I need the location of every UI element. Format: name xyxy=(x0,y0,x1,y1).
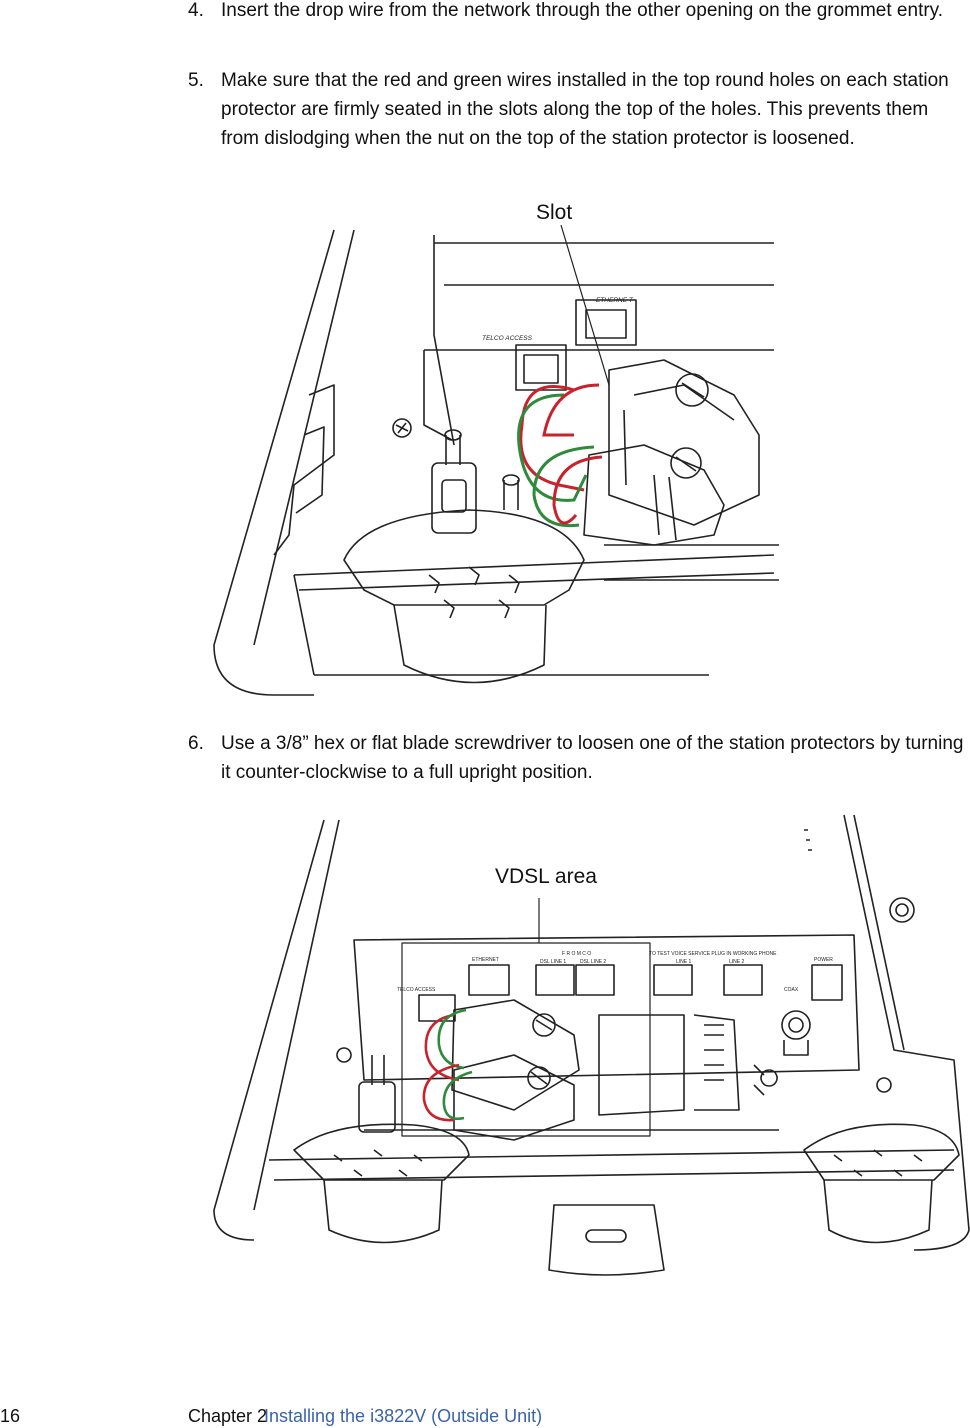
vdsl-area-callout: VDSL area xyxy=(495,865,597,888)
station-protector-2 xyxy=(453,1054,575,1141)
power-switch xyxy=(811,964,843,1001)
vdsl-area-box xyxy=(401,942,651,1137)
page-footer: 16 Chapter 2 Installing the i3822V (Outs… xyxy=(0,1403,970,1427)
power-label: POWER xyxy=(814,957,833,963)
grommet-entry xyxy=(343,509,585,606)
ethernet-port xyxy=(468,964,510,996)
ethernet-port xyxy=(575,299,637,346)
station-protector-1 xyxy=(451,999,580,1111)
slot-callout-line xyxy=(560,224,610,386)
page-number: 16 xyxy=(0,1406,21,1426)
line-1-label: LINE 1 xyxy=(676,959,692,965)
protector-nut-2 xyxy=(670,447,702,479)
housing-outline xyxy=(213,229,335,696)
protector-wires xyxy=(422,1008,473,1122)
step-text: Make sure that the red and green wires i… xyxy=(221,70,949,149)
line-2-port xyxy=(723,964,763,996)
grommet-left xyxy=(293,1123,470,1181)
line-2-label: LINE 2 xyxy=(729,959,745,965)
grommet-right xyxy=(803,1123,960,1181)
telco-access-label: TELCO ACCESS xyxy=(482,335,533,342)
ethernet-label: ETHERNET xyxy=(472,957,499,963)
dsl-line-2-label: DSL LINE 2 xyxy=(580,959,606,965)
step-number: 6. xyxy=(188,733,204,754)
station-protector-2 xyxy=(583,444,725,546)
step-text: Use a 3/8” hex or flat blade screwdriver… xyxy=(221,733,964,783)
station-protector-1 xyxy=(608,359,760,526)
dsl-line-1-label: DSL LINE 1 xyxy=(540,959,566,965)
line-1-port xyxy=(653,964,693,996)
protector-wires xyxy=(517,383,603,528)
telco-access-label: TELCO ACCESS xyxy=(397,987,436,993)
dsl-line-1-port xyxy=(535,964,575,996)
coax-label: COAX xyxy=(784,987,799,993)
station-protector-illustration: TELCO ACCESS ETHERNE T xyxy=(213,224,779,696)
housing-outline xyxy=(213,819,325,1241)
from-co-label: F R O M C O xyxy=(562,951,591,957)
step-text: Insert the drop wire from the network th… xyxy=(221,0,944,21)
hinge-tab xyxy=(548,1204,665,1276)
protector-nut-1 xyxy=(675,373,709,407)
ethernet-label: ETHERNE T xyxy=(596,297,634,304)
chapter-title-link[interactable]: Installing the i3822V (Outside Unit) xyxy=(264,1406,543,1426)
slot-callout: Slot xyxy=(536,201,573,224)
outside-unit-overview-illustration: TELCO ACCESS ETHERNET F R O M C O DSL LI… xyxy=(213,814,970,1276)
step-number: 4. xyxy=(188,0,204,21)
coax-connector xyxy=(781,1010,811,1040)
step-number: 5. xyxy=(188,70,204,91)
test-voice-label: TO TEST VOICE SERVICE PLUG IN WORKING PH… xyxy=(649,951,777,957)
chapter-label: Chapter 2 xyxy=(188,1406,268,1426)
dsl-line-2-port xyxy=(575,964,615,996)
